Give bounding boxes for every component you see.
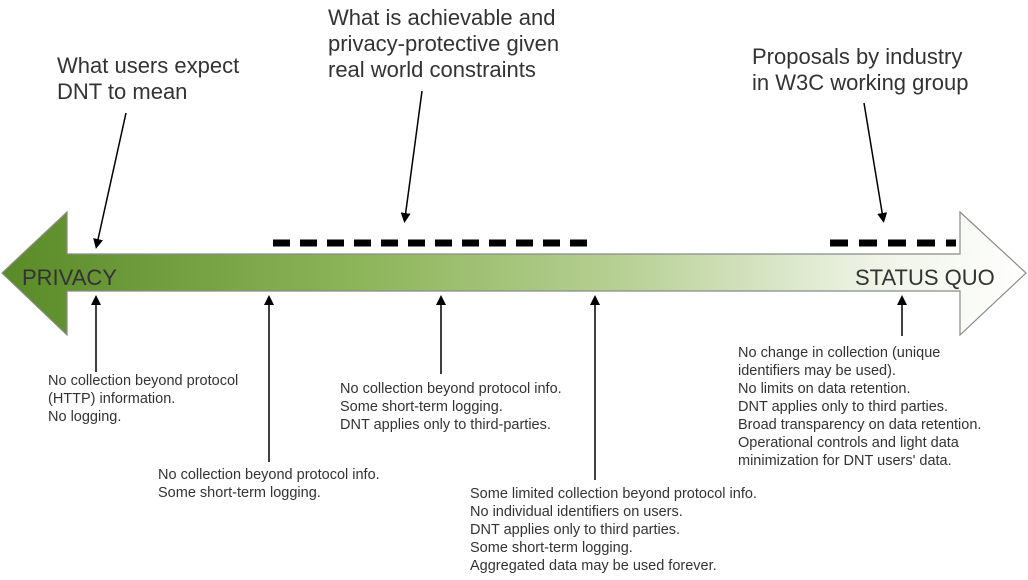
note-5-line: minimization for DNT users' data. (738, 453, 952, 469)
note-2-line: No collection beyond protocol info. (158, 467, 380, 483)
achievable-callout: What is achievable and privacy-protectiv… (328, 5, 559, 83)
users-callout-arrow (93, 112, 127, 249)
note-5-line: Broad transparency on data retention. (738, 417, 982, 433)
note-2-line: Some short-term logging. (158, 485, 321, 501)
note-5-line: No change in collection (unique (738, 345, 941, 361)
note-3-line: DNT applies only to third-parties. (340, 417, 551, 433)
note-4-line: Some short-term logging. (470, 540, 633, 556)
note-4: Some limited collection beyond protocol … (470, 485, 757, 575)
note-4-line: Some limited collection beyond protocol … (470, 486, 757, 502)
note-4-line: Aggregated data may be used forever. (470, 558, 717, 574)
status-quo-label: STATUS QUO (855, 265, 995, 290)
note-4-line: DNT applies only to third parties. (470, 522, 681, 538)
achievable-callout-line: real world constraints (328, 57, 536, 82)
users-callout-line: DNT to mean (57, 79, 188, 104)
achievable-callout-line: privacy-protective given (328, 31, 560, 56)
achievable-callout-line: What is achievable and (328, 5, 556, 30)
note-5: No change in collection (unique identifi… (738, 344, 981, 470)
users-callout-line: What users expect (57, 53, 240, 78)
note-1: No collection beyond protocol (HTTP) inf… (48, 372, 238, 426)
note-2: No collection beyond protocol info. Some… (158, 466, 380, 502)
industry-callout: Proposals by industry in W3C working gro… (752, 44, 968, 96)
note-3-line: No collection beyond protocol info. (340, 381, 562, 397)
industry-callout-arrow (863, 102, 888, 223)
note-1-line: (HTTP) information. (48, 391, 176, 407)
note-5-line: DNT applies only to third parties. (738, 399, 949, 415)
note-5-line: identifiers may be used). (738, 363, 896, 379)
achievable-callout-arrow (400, 90, 423, 223)
note-1-line: No logging. (48, 409, 122, 425)
industry-callout-line: Proposals by industry (752, 44, 963, 69)
note-3-line: Some short-term logging. (340, 399, 503, 415)
industry-callout-line: in W3C working group (752, 70, 969, 95)
spectrum-arrow (1, 210, 1027, 337)
note-5-line: No limits on data retention. (738, 381, 911, 397)
privacy-label: PRIVACY (22, 265, 117, 290)
note-1-line: No collection beyond protocol (48, 373, 239, 389)
note-5-line: Operational controls and light data (738, 435, 959, 451)
note-3: No collection beyond protocol info. Some… (340, 380, 562, 434)
note-4-line: No individual identifiers on users. (470, 504, 683, 520)
users-expect-callout: What users expect DNT to mean (57, 53, 239, 105)
